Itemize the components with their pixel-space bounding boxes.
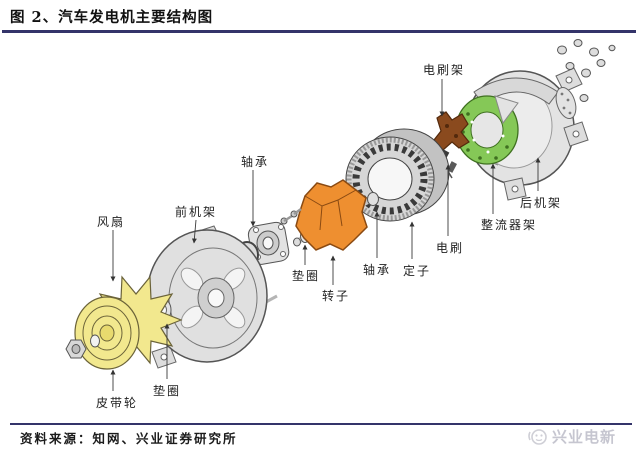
source-note: 资料来源：知网、兴业证券研究所 — [20, 431, 238, 446]
pulley-part — [74, 296, 140, 370]
shaft-nut-part — [65, 334, 100, 359]
part-label-pulley: 皮带轮 — [95, 396, 139, 410]
figure-title: 图 2、汽车发电机主要结构图 — [10, 9, 214, 26]
front-frame-part — [146, 225, 268, 369]
footer-rule — [10, 423, 632, 425]
brand-watermark-text: 兴业电新 — [552, 428, 617, 446]
rotor-part — [293, 179, 379, 251]
part-label-rear-bearing: 轴承 — [362, 263, 392, 277]
part-label-brush: 电刷 — [435, 241, 465, 255]
alternator-diagram — [0, 33, 640, 421]
stator-part — [345, 128, 450, 222]
brand-watermark: 兴业电新 — [524, 426, 620, 447]
screws-part — [555, 39, 616, 119]
part-label-rectifier-frame: 整流器架 — [480, 218, 538, 232]
part-label-rear-frame: 后机架 — [519, 196, 563, 210]
part-label-front-frame: 前机架 — [174, 205, 218, 219]
part-label-front-washer: 垫圈 — [152, 384, 182, 398]
alternator-exploded-drawing — [65, 39, 616, 391]
part-label-fan: 风扇 — [96, 215, 126, 229]
part-label-stator: 定子 — [402, 264, 432, 278]
part-label-rotor: 转子 — [321, 289, 351, 303]
rectifier-part — [455, 95, 519, 165]
leader-lines — [110, 79, 541, 391]
part-label-front-bearing: 轴承 — [240, 155, 270, 169]
part-label-shaft-washer: 垫圈 — [291, 269, 321, 283]
wechat-account-icon — [528, 428, 547, 445]
title-underline — [2, 30, 636, 33]
part-label-brush-holder: 电刷架 — [422, 63, 466, 77]
